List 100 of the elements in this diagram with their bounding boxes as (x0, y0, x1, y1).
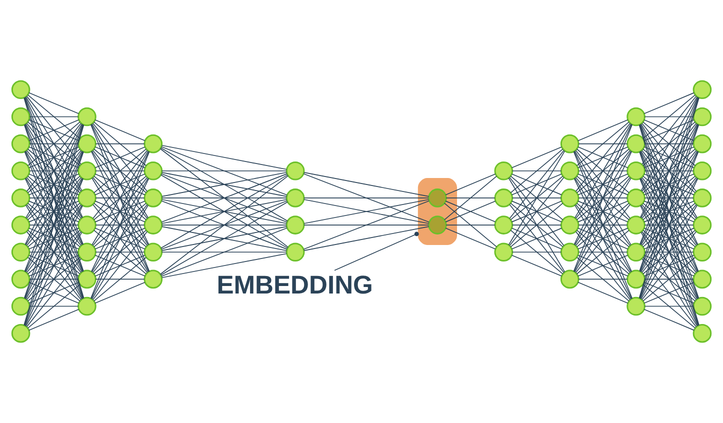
node-circle (428, 216, 447, 234)
connector (24, 124, 84, 245)
connector (642, 284, 696, 328)
node-circle (626, 188, 646, 208)
connector (92, 231, 148, 300)
connector (92, 150, 148, 246)
node-circle (626, 107, 646, 126)
connector (578, 143, 628, 144)
connector (27, 230, 80, 274)
connector (444, 176, 498, 220)
connector (303, 200, 430, 250)
connector (575, 231, 630, 300)
connector (95, 143, 145, 144)
connector (161, 253, 288, 278)
connector (642, 202, 696, 248)
connector (576, 230, 630, 274)
connector (444, 202, 498, 248)
connector (576, 176, 630, 220)
connector (644, 224, 694, 226)
connector (27, 256, 80, 302)
connector (644, 170, 694, 172)
connector (28, 228, 80, 250)
connector (94, 254, 146, 276)
connector (95, 252, 145, 253)
connector (160, 175, 289, 275)
connector (29, 143, 79, 144)
connector (27, 284, 80, 329)
connector (29, 278, 79, 280)
connector (26, 96, 82, 165)
connector (25, 232, 82, 327)
connector (94, 122, 147, 166)
node-circle (286, 216, 305, 234)
connector (92, 204, 148, 300)
connector (160, 202, 288, 276)
connector (28, 92, 80, 114)
connector (512, 170, 562, 172)
connector (510, 202, 564, 248)
node-text: EMBEDDING (216, 271, 373, 300)
node-circle (692, 188, 712, 208)
node-circle (286, 242, 305, 262)
connector (29, 252, 79, 253)
connector (640, 150, 698, 246)
node-circle (144, 242, 163, 262)
connector (28, 119, 80, 142)
connector (644, 252, 694, 253)
connector (95, 224, 145, 226)
connector (304, 172, 430, 197)
connector (24, 97, 84, 245)
connector (26, 122, 82, 192)
node-circle (78, 188, 96, 208)
node-circle (494, 242, 514, 262)
connector (510, 148, 564, 194)
connector (578, 282, 628, 304)
node-circle (494, 161, 514, 180)
node-circle (78, 296, 96, 316)
node-circle (626, 161, 646, 180)
node-circle (494, 188, 514, 208)
connector (642, 94, 696, 140)
connector (24, 178, 84, 300)
connector (576, 202, 630, 248)
connector (511, 200, 562, 222)
node-circle (286, 188, 305, 208)
connector (573, 124, 633, 272)
connector (161, 228, 288, 277)
connector (94, 230, 147, 274)
connector (27, 176, 80, 220)
connector (161, 170, 287, 172)
connector (26, 258, 82, 328)
connector (574, 150, 632, 246)
node-circle (144, 270, 163, 289)
connector (642, 122, 697, 192)
connector (642, 256, 696, 302)
node-circle (144, 216, 163, 234)
connector (578, 174, 628, 196)
connector (511, 146, 562, 168)
connector (574, 124, 632, 245)
connector (24, 124, 84, 272)
node-circle (692, 134, 712, 154)
node-circle (626, 296, 646, 316)
connector (334, 232, 419, 271)
connector (25, 150, 82, 246)
connector (161, 172, 288, 197)
connector (510, 176, 564, 220)
connector (90, 178, 150, 300)
connector (640, 96, 698, 218)
connector (640, 178, 698, 272)
connector (578, 119, 628, 142)
connector (26, 231, 82, 300)
connector (508, 150, 566, 246)
connector (576, 122, 630, 166)
connector (642, 230, 696, 274)
node-circle (78, 134, 96, 154)
connector (445, 228, 496, 250)
connector (511, 174, 562, 196)
connector (644, 200, 694, 222)
connector (25, 178, 82, 272)
connector (508, 178, 566, 272)
connector (644, 116, 694, 118)
node-circle (692, 161, 712, 180)
connector (94, 200, 146, 222)
